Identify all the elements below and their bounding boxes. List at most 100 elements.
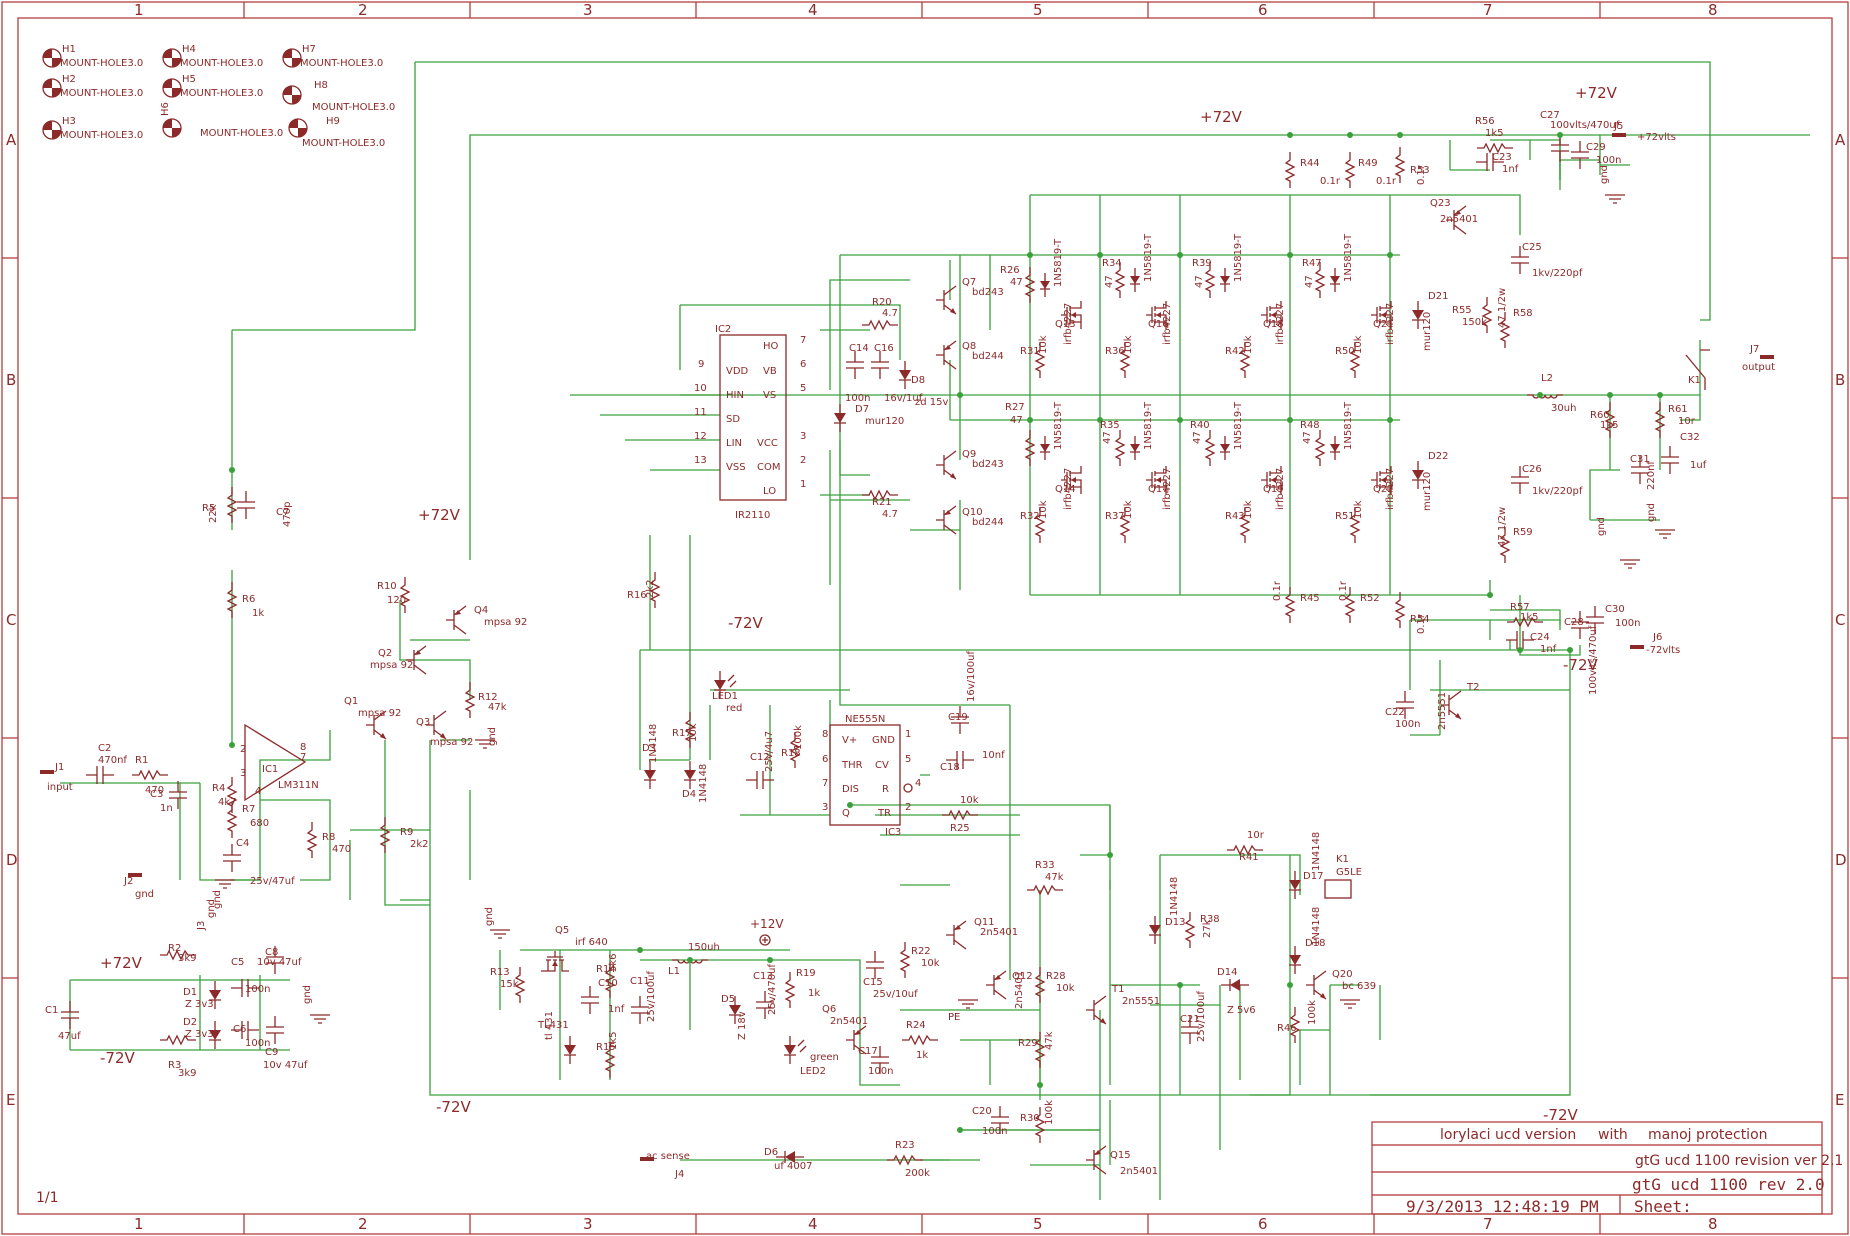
part-ref: C13 [753,971,773,982]
mount-hole-ref: H8 [314,80,328,91]
row-label-left: B [6,371,16,389]
mount-hole-label: MOUNT-HOLE3.0 [180,88,263,99]
j7-name: output [1742,362,1775,373]
mount-hole-icon [42,78,62,98]
part-ref: C8 [265,947,278,958]
part-value: 1N4148 [1311,907,1322,946]
part-ref: R61 [1668,404,1688,415]
part-value: mpsa 92 [430,737,473,748]
ic3-pin: R [882,784,889,795]
relay-ref: K1 [1336,854,1349,865]
mount-hole-label: MOUNT-HOLE3.0 [302,138,385,149]
part-value: mpsa 92 [484,617,527,628]
part-ref: D8 [911,375,925,386]
ic2-pin-num: 10 [694,383,707,394]
r-symbol-icon [132,769,168,781]
j2-name: gnd [135,889,154,900]
part-value: bd244 [972,517,1004,528]
m-symbol-icon [1146,301,1167,329]
r-symbol-icon [1349,342,1361,378]
part-value: mpsa 92 [370,660,413,671]
ic2-pin: VS [763,390,776,401]
part-value: 100n [1596,155,1621,166]
part-ref: R16 [627,590,647,601]
r-symbol-icon [464,682,476,718]
part-value: 10k [1056,983,1075,994]
junction-dot [1607,392,1613,398]
part-ref: R15 [596,1042,616,1053]
part-value: 100k [1044,1100,1055,1125]
part-ref: C3 [150,789,163,800]
part-value: mpsa 92 [358,708,401,719]
part-value: zd 15v [915,397,949,408]
ic3-pin: V+ [842,735,857,746]
m-symbol-icon [1371,301,1392,329]
part-value: 1k5 [1600,420,1619,431]
ic2-pin-num: 11 [694,407,707,418]
r-symbol-icon [1034,1107,1046,1143]
title-line-2: gtG ucd 1100 revision ver 2.1 [1635,1153,1843,1169]
part-value: 100k [1307,1000,1318,1025]
ic1-pin-num: 3 [240,768,246,779]
part-ref: R36 [1105,346,1125,357]
part-value: 0.1r [1416,613,1427,634]
qp-symbol-icon [936,340,957,370]
net-plus72v: +72V [418,506,461,524]
part-ref: C24 [1530,632,1550,643]
r-symbol-icon [1394,592,1406,628]
part-ref: Q17 [1148,484,1169,495]
part-value: 25v/4u7 [764,731,775,772]
relay-coil-icon [1324,879,1352,899]
ic3-pin-num: 7 [822,778,828,789]
net-minus72v: -72V [1543,1106,1578,1124]
junction-dot [1177,252,1183,258]
c-symbol-icon [866,951,884,979]
junction-dot [1027,417,1033,423]
ic3-model: NE555N [845,714,885,725]
part-value: 100vlts/470uf [1588,625,1599,695]
part-ref: R41 [1239,852,1259,863]
c-symbol-icon [1506,631,1534,649]
ic3-pin: DIS [842,784,859,795]
part-value: 2n5401 [1120,1166,1158,1177]
c-symbol-icon [231,1021,259,1039]
part-value: mur120 [1422,472,1433,511]
part-ref: L2 [1541,373,1553,384]
col-label-top: 4 [808,1,818,19]
d-symbol-icon [644,761,656,789]
r-symbol-icon [226,582,238,618]
mount-hole-ref: H1 [62,44,76,55]
part-ref: C2 [98,743,111,754]
r-symbol-icon [1289,1007,1301,1043]
part-value: 1k5 [1520,612,1539,623]
ic3-pin-num: 1 [905,729,911,740]
part-value: 2k2 [410,839,429,850]
part-value: 10v 47uf [257,957,302,968]
junction-dot [1287,982,1293,988]
r-symbol-icon [902,1034,938,1046]
c-symbol-icon [1631,456,1649,484]
part-ref: C32 [1680,432,1700,443]
part-ref: Q19 [1263,484,1284,495]
junction-dot [229,742,235,748]
part-value: 1N4148 [648,724,659,763]
part-value: 25v/100uf [1196,991,1207,1042]
part-value: irfb4227 [1275,468,1286,510]
relay-model: G5LE [1336,867,1362,878]
c-symbol-icon [1476,153,1504,171]
col-label-bottom: 6 [1258,1215,1268,1233]
part-value: 680 [250,818,269,829]
ground-label: gnd [1596,517,1607,536]
mount-hole-ref: H9 [326,116,340,127]
lm311-comparator: IC1 LM311N 2 3 7 4 8 [240,723,319,802]
ground-icon [1340,999,1360,1009]
part-value: red [726,703,742,714]
r-symbol-icon [887,1154,923,1166]
led-symbol-icon [714,671,737,699]
junction-dot [1037,1082,1043,1088]
part-ref: R1 [135,755,148,766]
part-ref: C15 [863,977,883,988]
r-symbol-icon [1507,616,1543,628]
title-sheet-label: Sheet: [1634,1197,1692,1216]
relay-ref: K1 [1688,375,1701,386]
